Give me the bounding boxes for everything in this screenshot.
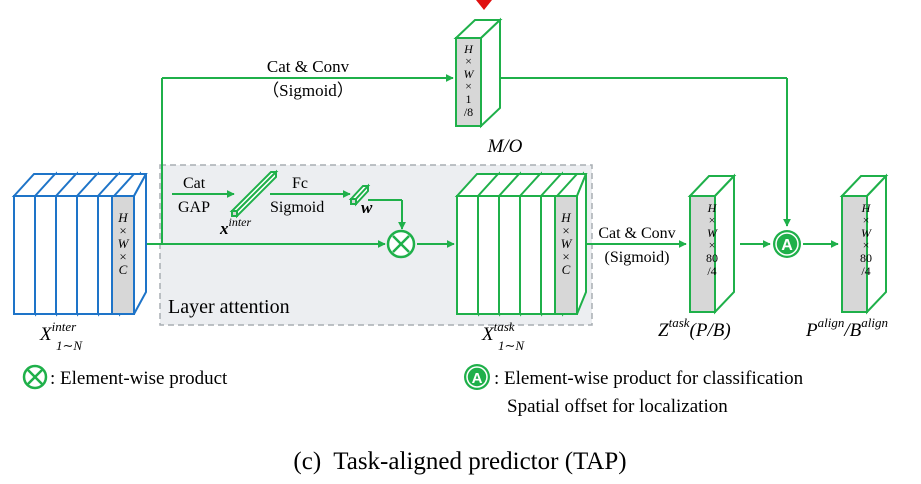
z-task-block: H × W × 80 /4 [687, 173, 737, 315]
top-branch-label-1: Cat & Conv [267, 57, 350, 76]
z-dim-3: × [709, 238, 716, 252]
x-inter-stack: H × W × C [11, 171, 148, 317]
mo-block: H × W × 1 /8 [453, 17, 503, 129]
p-dim-0: H [861, 201, 872, 215]
p-align-block: H × W × 80 /4 [839, 173, 889, 315]
x-task-caption: Xtask [481, 319, 515, 345]
gap-label: GAP [178, 199, 210, 216]
align-op-symbol: A [781, 237, 793, 254]
p-dim-5: /4 [861, 264, 870, 278]
z-task-caption: Ztask(P/B) [658, 315, 731, 341]
fc-label: Fc [292, 175, 308, 192]
w-label: w [361, 198, 373, 217]
mo-dim-1: × [465, 54, 472, 68]
z-dim-1: × [709, 213, 716, 227]
legend-align-symbol: A [472, 370, 483, 387]
mo-dim-2: W [464, 67, 475, 81]
x-task-dim-2: W [561, 236, 573, 251]
p-align-caption: Palign/Balign [805, 315, 888, 341]
x-task-dim-1: × [562, 223, 569, 238]
p-dim-3: × [863, 238, 870, 252]
legend-product-text: : Element-wise product [50, 368, 228, 389]
connectors [140, 74, 839, 248]
x-task-dim-3: × [562, 249, 569, 264]
x-inter-caption-sub: 1∼N [56, 338, 83, 353]
layer-attention-title: Layer attention [168, 296, 290, 318]
top-branch-label-2: （Sigmoid） [262, 81, 354, 100]
mo-caption: M/O [487, 136, 523, 157]
x-inter-dim-4: C [119, 262, 128, 277]
x-task-caption-sub: 1∼N [498, 338, 525, 353]
legend-align-text-2: Spatial offset for localization [507, 396, 728, 417]
x-inter-vector [229, 169, 279, 219]
w-vector [348, 183, 371, 207]
sigmoid-label: Sigmoid [270, 199, 324, 216]
x-inter-caption: Xinter [39, 319, 77, 345]
x-inter-dim-0: H [117, 210, 128, 225]
figure-caption: (c) Task-aligned predictor (TAP) [293, 448, 626, 475]
z-dim-4: 80 [706, 251, 718, 265]
legend-align-text-1: : Element-wise product for classificatio… [494, 368, 804, 389]
p-dim-2: W [861, 226, 872, 240]
x-inter-vector-label: xinter [219, 215, 251, 238]
z-dim-0: H [707, 201, 718, 215]
x-inter-dim-2: W [118, 236, 130, 251]
mid-branch-label-2: (Sigmoid) [605, 249, 670, 266]
x-inter-dim-3: × [119, 249, 126, 264]
input-arrow-tip [476, 0, 492, 10]
mo-dim-5: /8 [464, 105, 473, 119]
p-dim-1: × [863, 213, 870, 227]
legend-align-icon: A [464, 364, 490, 390]
mo-dim-4: 1 [466, 92, 472, 106]
z-dim-2: W [707, 226, 718, 240]
x-task-dim-4: C [562, 262, 571, 277]
cat-label: Cat [183, 175, 206, 192]
product-op-icon [386, 229, 416, 259]
x-task-dim-0: H [560, 210, 571, 225]
mo-dim-3: × [465, 79, 472, 93]
align-op-icon: A [773, 230, 801, 258]
mid-branch-label-1: Cat & Conv [598, 225, 675, 242]
mo-dim-0: H [463, 42, 474, 56]
z-dim-5: /4 [707, 264, 716, 278]
x-inter-dim-1: × [119, 223, 126, 238]
legend-product-icon [22, 364, 48, 390]
p-dim-4: 80 [860, 251, 872, 265]
x-task-stack: H × W × C [454, 171, 588, 317]
